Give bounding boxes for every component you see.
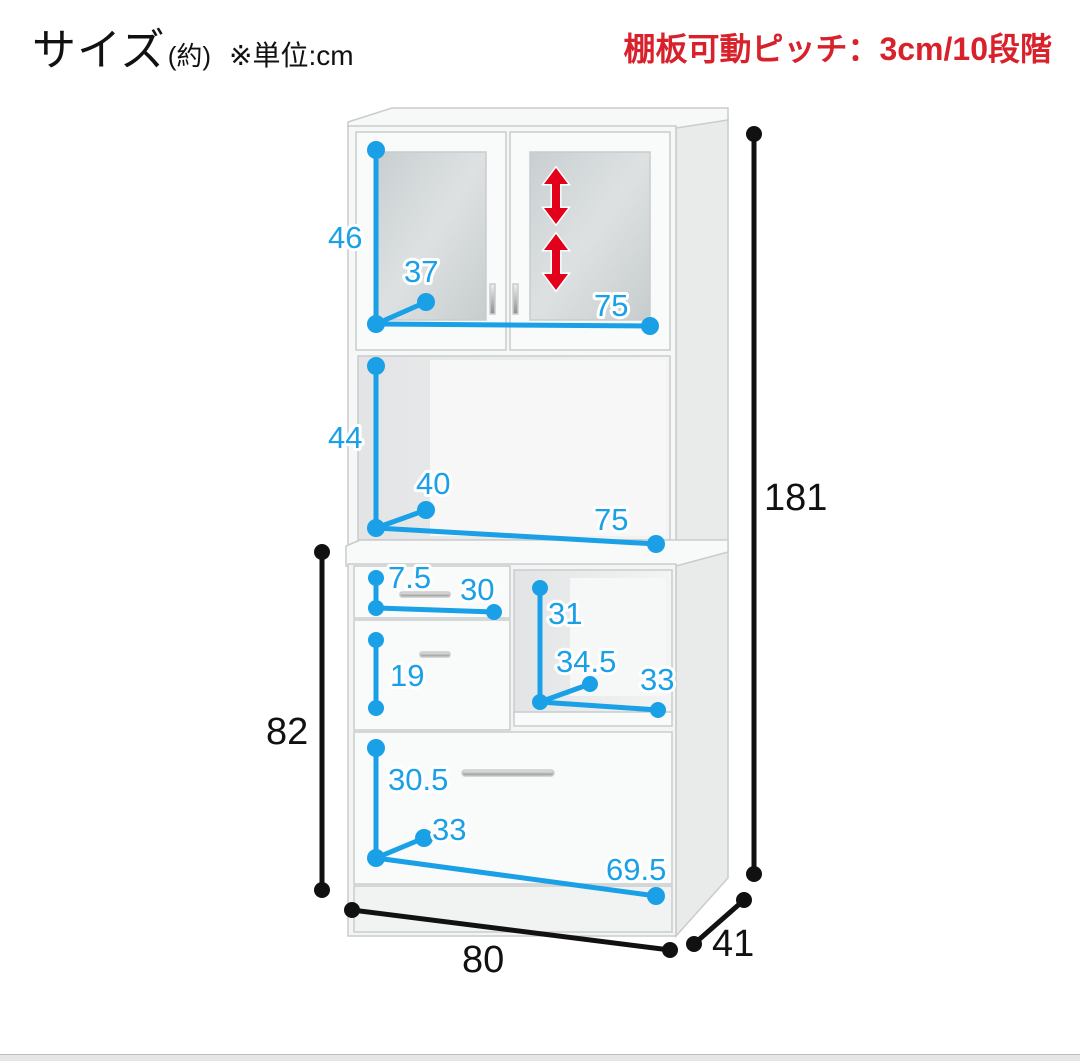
open-shelf-width-label: 75 <box>594 502 628 537</box>
section-labels: 46 37 75 44 40 75 7.5 30 19 31 34.5 33 3… <box>325 217 677 890</box>
total-depth-label: 41 <box>712 923 754 965</box>
middle-drawer-handle <box>419 651 451 658</box>
depth-line <box>692 898 746 946</box>
height-line-end <box>746 866 762 882</box>
glass-cabinet-width-label: 75 <box>594 288 628 323</box>
approx-label: (約) <box>167 41 212 71</box>
page-title: サイズ <box>32 26 166 75</box>
open-shelf-depth-label: 40 <box>416 466 450 501</box>
glass-cabinet-height-label: 46 <box>328 220 362 255</box>
bottom-divider <box>0 1054 1080 1061</box>
bottom-drawer-handle <box>461 769 555 777</box>
cabinet-side-panel <box>675 117 729 938</box>
counter-top <box>345 539 729 567</box>
glass-cabinet-depth-label: 37 <box>404 254 438 289</box>
lower-height-label: 82 <box>266 711 308 753</box>
height-line-end <box>746 126 762 142</box>
bottom-drawer-width-label: 69.5 <box>606 852 666 887</box>
right-door-handle <box>512 283 519 315</box>
adjust-arrow-icon <box>541 165 571 227</box>
cabinet <box>345 107 729 938</box>
overall-labels: 181 82 80 41 <box>266 477 827 981</box>
bottom-drawer <box>353 731 673 885</box>
page-header: サイズ (約) ※単位:cm <box>32 14 354 75</box>
top-drawer-handle <box>399 591 451 598</box>
overall-dimensions <box>314 126 762 958</box>
shelf-pitch-note: 棚板可動ピッチ：3cm/10段階 <box>623 31 1052 67</box>
left-glass-pane <box>377 151 487 321</box>
open-shelf-back <box>430 360 666 536</box>
bottom-drawer-depth-label: 33 <box>432 812 466 847</box>
width-line-end <box>344 902 360 918</box>
lower-height-line-end <box>314 882 330 898</box>
open-niche-height-label: 31 <box>548 596 582 631</box>
open-niche-width-label: 33 <box>640 662 674 697</box>
depth-line-end <box>736 892 752 908</box>
total-height-label: 181 <box>764 477 827 519</box>
total-width-label: 80 <box>462 939 504 981</box>
cabinet-top <box>347 107 729 129</box>
top-drawer-width-label: 30 <box>460 572 494 607</box>
width-line-end <box>662 942 678 958</box>
depth-line-end <box>686 936 702 952</box>
open-niche-depth-label: 34.5 <box>556 644 616 679</box>
open-shelf-height-label: 44 <box>328 420 362 455</box>
niche-bottom-panel <box>513 711 673 727</box>
left-door-handle <box>489 283 496 315</box>
open-niche-back <box>570 578 666 696</box>
top-drawer-height-label: 7.5 <box>388 560 431 595</box>
width-line <box>351 907 671 953</box>
lower-height-line-end <box>314 544 330 560</box>
bottom-drawer-height-label: 30.5 <box>388 762 448 797</box>
adjust-arrows <box>541 165 571 293</box>
unit-note: ※単位:cm <box>229 40 354 71</box>
middle-drawer-height-label: 19 <box>390 658 424 693</box>
adjust-arrow-icon <box>541 231 571 293</box>
section-dimension-dots <box>367 141 666 905</box>
